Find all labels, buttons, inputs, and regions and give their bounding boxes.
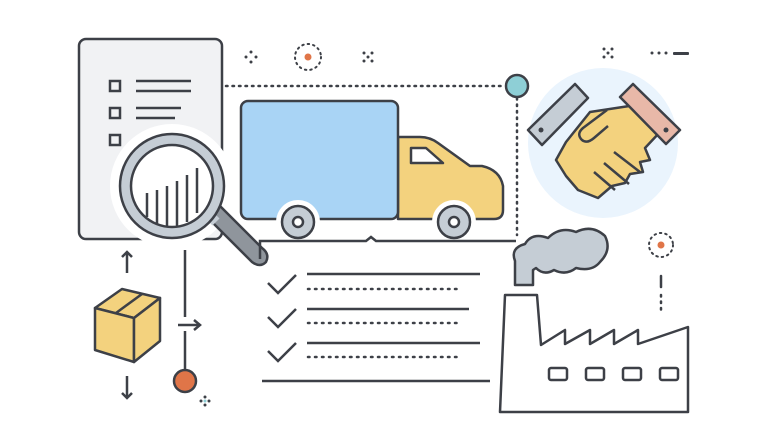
arrow-right-icon <box>178 319 202 331</box>
dash-line-icon <box>650 51 689 55</box>
left-cuff <box>526 82 590 147</box>
factory-icon <box>498 227 690 414</box>
x-sparkle-icon <box>362 51 374 63</box>
sparkle-icon <box>244 50 258 64</box>
arrow-up-icon <box>121 250 133 273</box>
dotted-circle-icon <box>648 232 674 258</box>
handshake-icon <box>526 68 682 218</box>
checkmark-icon <box>267 274 297 295</box>
checkmark-icon <box>267 308 297 329</box>
teal-node-icon <box>504 73 530 99</box>
orange-node-icon <box>172 368 198 394</box>
delivery-truck-icon <box>239 99 505 244</box>
bar-chart-icon <box>145 168 199 227</box>
cardboard-box-icon <box>93 287 162 364</box>
arrow-down-icon <box>121 376 133 400</box>
magnifying-glass-icon <box>110 124 269 267</box>
task-checklist <box>178 235 516 383</box>
sparkle-icon <box>199 395 211 407</box>
right-cuff <box>618 82 682 146</box>
x-sparkle-icon <box>602 47 614 59</box>
dotted-circle-icon <box>294 43 322 71</box>
checkmark-icon <box>267 342 297 363</box>
